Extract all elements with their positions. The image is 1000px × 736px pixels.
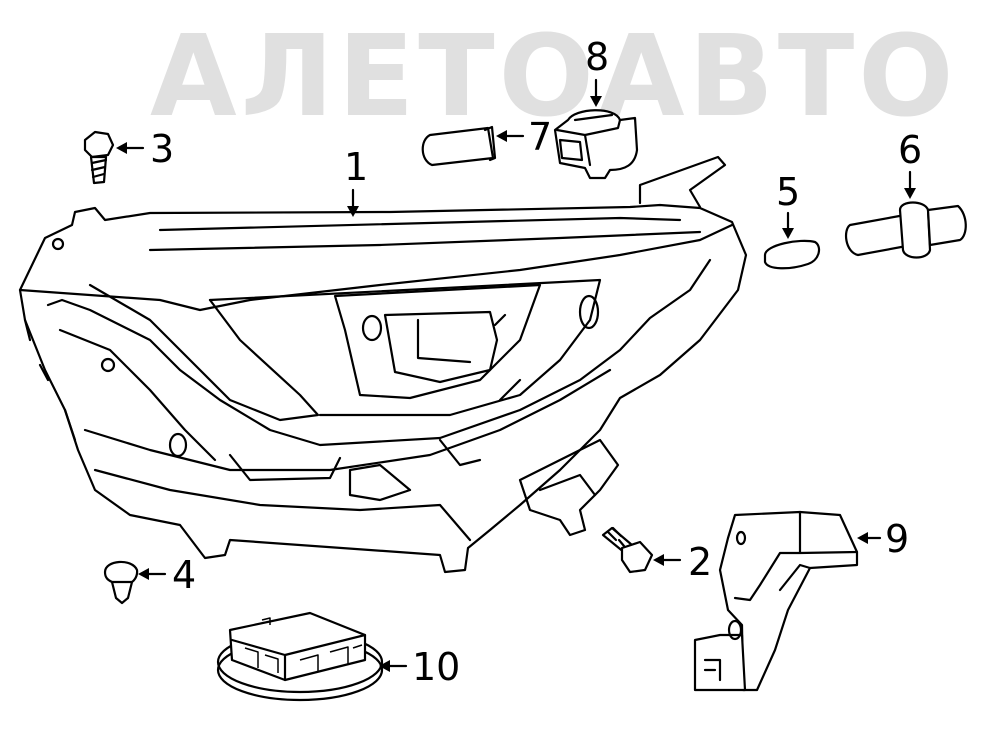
callout-label: 8 xyxy=(585,35,609,79)
callout-5: 5 xyxy=(776,170,800,239)
callout-8: 8 xyxy=(585,35,609,107)
callout-label: 10 xyxy=(412,645,460,689)
callout-label: 1 xyxy=(344,145,368,189)
bulb-part-5 xyxy=(763,239,821,270)
callout-label: 2 xyxy=(688,540,712,584)
bolt-part-2 xyxy=(601,526,654,574)
callout-9: 9 xyxy=(857,517,909,561)
callout-10: 10 xyxy=(379,645,460,689)
watermark-logo: АЛЕТОАВТО xyxy=(150,12,957,142)
callout-label: 7 xyxy=(528,115,552,159)
callout-2: 2 xyxy=(653,540,712,584)
callout-label: 5 xyxy=(776,170,800,214)
callout-4: 4 xyxy=(138,553,196,597)
callout-label: 4 xyxy=(172,553,196,597)
callout-6: 6 xyxy=(898,128,922,199)
bulb-part-7 xyxy=(421,125,497,167)
callout-label: 3 xyxy=(150,127,174,171)
callout-7: 7 xyxy=(496,115,552,159)
callout-3: 3 xyxy=(116,127,174,171)
bulb-part-6 xyxy=(844,201,967,259)
headlamp-assembly xyxy=(18,155,748,574)
socket-part-8 xyxy=(553,109,639,180)
callout-label: 6 xyxy=(898,128,922,172)
module-part-10 xyxy=(216,611,384,702)
bolt-part-3 xyxy=(83,130,115,185)
watermark-text: АЛЕТОАВТО xyxy=(150,12,957,142)
clip-part-4 xyxy=(103,560,139,605)
callout-label: 9 xyxy=(885,517,909,561)
callout-1: 1 xyxy=(344,145,368,217)
bracket-part-9 xyxy=(693,510,859,692)
